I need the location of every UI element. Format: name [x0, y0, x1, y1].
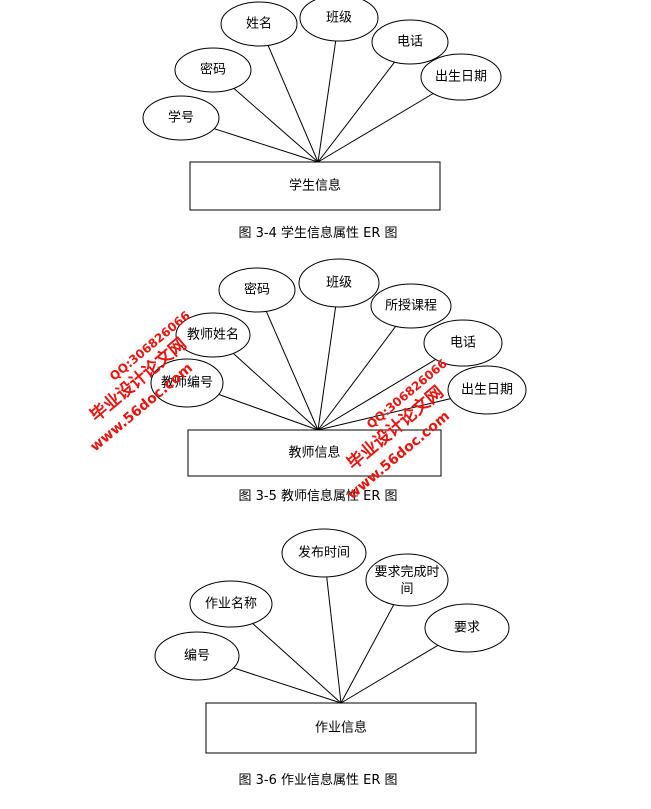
attribute-ellipse: [365, 553, 449, 607]
attribute-label: 教师姓名: [187, 327, 239, 343]
attribute-ellipse: [142, 95, 220, 141]
attribute-label: 作业名称: [205, 596, 257, 612]
attribute-label: 姓名: [246, 16, 272, 32]
attribute-ellipse: [371, 19, 449, 65]
attribute-connector: [218, 393, 319, 431]
attribute-connector: [317, 306, 337, 431]
attribute-connector: [326, 576, 342, 704]
attribute-connector: [233, 667, 342, 704]
attribute-connector: [340, 644, 439, 704]
attribute-label: 出生日期: [461, 383, 513, 398]
attribute-connector: [214, 128, 319, 163]
attribute-ellipse: [424, 603, 510, 653]
attribute-label: 班级: [326, 276, 352, 291]
attribute-ellipse: [423, 319, 503, 367]
entity-label: 学生信息: [289, 178, 341, 194]
attribute-ellipse: [175, 312, 251, 358]
attribute-ellipse: [154, 631, 240, 681]
attribute-label: 出生日期: [435, 70, 487, 85]
attribute-ellipse: [220, 1, 298, 47]
attribute-label: 班级: [326, 11, 352, 26]
attribute-label: 要求完成时间: [374, 565, 439, 597]
attribute-ellipse: [218, 267, 296, 313]
attribute-label: 学号: [168, 110, 194, 126]
figure-caption: 图 3-4 学生信息属性 ER 图: [238, 225, 397, 241]
attribute-connector: [317, 358, 436, 431]
attribute-label: 编号: [184, 649, 210, 664]
attribute-label: 要求: [454, 621, 480, 636]
attribute-connector: [232, 353, 319, 431]
entity-box: [205, 702, 477, 754]
attribute-ellipse: [420, 53, 502, 101]
attribute-ellipse: [150, 358, 224, 408]
entity-label: 教师信息: [288, 445, 340, 461]
attribute-ellipse: [189, 580, 273, 628]
entity-label: 作业信息: [315, 720, 367, 736]
attribute-label: 教师编号: [161, 375, 213, 391]
attribute-connector: [233, 88, 319, 163]
attribute-connector: [317, 398, 451, 431]
attribute-label: 密码: [244, 282, 270, 298]
attribute-connector: [267, 45, 319, 163]
attribute-label: 电话: [450, 336, 476, 351]
attribute-connector: [252, 623, 342, 704]
attribute-label: 所授课程: [385, 299, 437, 314]
attribute-connector: [340, 604, 395, 704]
attribute-connector: [317, 61, 395, 163]
attribute-ellipse: [299, 0, 379, 42]
attribute-connector: [317, 93, 434, 163]
attribute-ellipse: [298, 258, 380, 308]
figure-caption: 图 3-6 作业信息属性 ER 图: [238, 772, 397, 788]
entity-box: [189, 161, 441, 211]
attribute-connector: [317, 40, 337, 163]
attribute-connector: [317, 326, 397, 431]
entity-box: [187, 429, 442, 477]
attribute-connector: [265, 311, 319, 431]
attribute-ellipse: [174, 47, 252, 93]
attribute-label: 密码: [200, 62, 226, 78]
attribute-ellipse: [281, 528, 367, 578]
attribute-ellipse: [370, 283, 452, 329]
figure-caption: 图 3-5 教师信息属性 ER 图: [238, 488, 397, 504]
attribute-label: 发布时间: [298, 545, 350, 561]
attribute-ellipse: [447, 365, 527, 415]
attribute-label: 电话: [397, 35, 423, 50]
